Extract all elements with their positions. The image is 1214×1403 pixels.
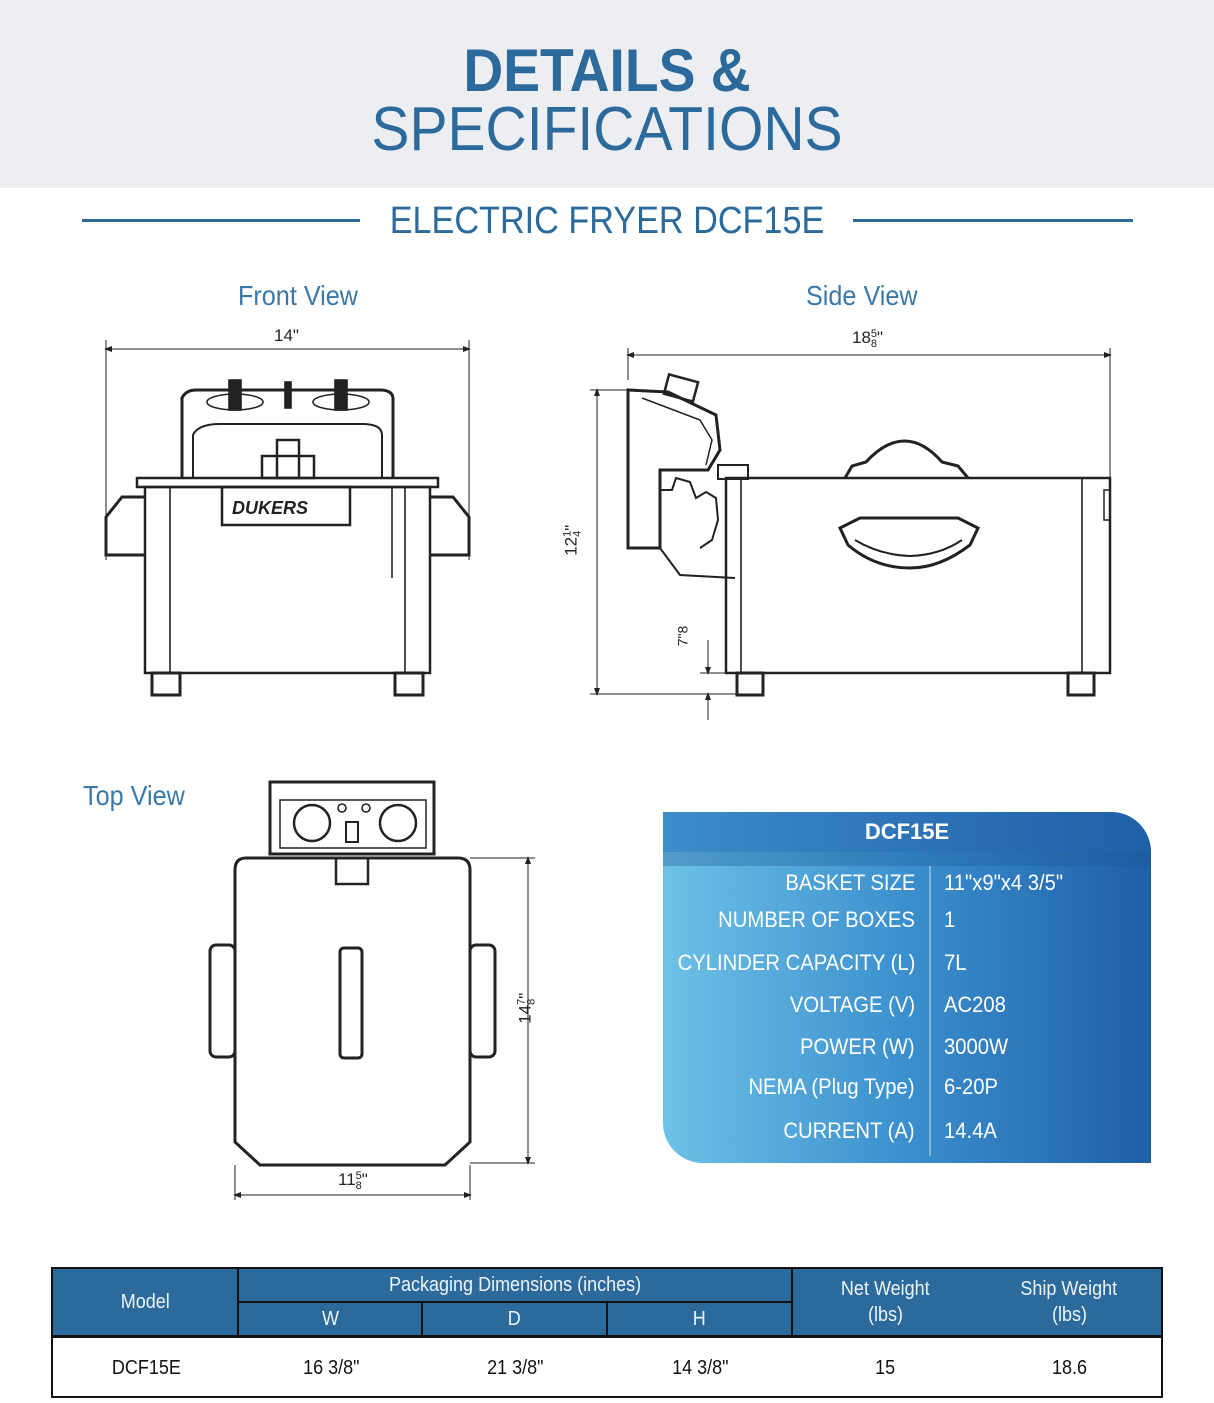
spec-card: DCF15E BASKET SIZE 11"x9"x4 3/5" NUMBER … [663,812,1151,1163]
spec-key: POWER (W) [800,1034,915,1059]
table-header-h: H [608,1303,791,1335]
product-subtitle: ELECTRIC FRYER DCF15E [389,200,825,242]
table-cell-ship-weight-value: 18.6 [1051,1357,1087,1379]
subtitle-rule-left [82,219,360,222]
top-depth-whole: 14 [515,1004,535,1024]
table-cell-model-value: DCF15E [111,1357,181,1379]
table-header-rule [53,1335,1161,1338]
spec-card-title: DCF15E [663,812,1151,852]
spec-value: 3000W [944,1034,1009,1059]
table-cell-h: 14 3/8" [608,1339,793,1398]
side-height-den: 4 [570,530,583,537]
side-view-drawing [590,348,1112,720]
packaging-table: Model Packaging Dimensions (inches) W D … [51,1267,1163,1398]
page-title-line2: SPECIFICATIONS [371,95,843,164]
spec-key: NEMA (Plug Type) [748,1074,915,1099]
header-banner [0,0,1214,188]
side-depth-den: 8 [870,337,878,350]
side-depth-num: 5 [870,327,878,340]
side-height-whole: 12 [561,536,581,556]
top-view-label: Top View [83,780,185,811]
top-width-den: 8 [355,1179,362,1192]
table-header-packaging-label: Packaging Dimensions (inches) [388,1274,642,1296]
front-width-label: 14" [274,326,299,345]
table-header-net-weight: Net Weight (lbs) [791,1269,979,1335]
table-header-d-label: D [507,1308,521,1330]
spec-value: 1 [944,907,956,932]
table-cell-d-value: 21 3/8" [487,1357,544,1379]
table-header-w-label: W [321,1308,339,1330]
table-header-ship-weight: Ship Weight (lbs) [977,1269,1161,1335]
top-depth-den: 8 [524,998,537,1005]
spec-key: CURRENT (A) [783,1118,915,1143]
side-depth-whole: 18 [852,328,871,347]
spec-row: CYLINDER CAPACITY (L) 7L [663,950,1151,990]
spec-card-divider [663,852,1151,866]
front-view-label: Front View [238,280,358,311]
table-cell-net-weight-value: 15 [874,1357,896,1379]
table-cell-h-value: 14 3/8" [672,1357,729,1379]
spec-key: BASKET SIZE [784,870,915,895]
subtitle-rule-right [853,219,1133,222]
side-leg-whole: 7 [674,638,691,647]
spec-row: BASKET SIZE 11"x9"x4 3/5" [663,870,1151,910]
page-title-line1: DETAILS & [463,37,751,104]
spec-value: AC208 [944,992,1006,1017]
table-header-model: Model [53,1269,239,1335]
table-cell-ship-weight: 18.6 [977,1339,1161,1398]
side-leg-den: 8 [674,625,691,634]
table-cell-w-value: 16 3/8" [302,1357,360,1379]
table-header-d: D [423,1303,608,1335]
table-header-model-label: Model [120,1291,170,1313]
table-header-w: W [239,1303,423,1335]
spec-key: VOLTAGE (V) [789,992,915,1017]
spec-key: CYLINDER CAPACITY (L) [677,950,915,975]
table-cell-w: 16 3/8" [239,1339,423,1398]
side-leg-label: 7"8 [674,625,691,647]
technical-drawings: DUKERS [104,340,1112,1200]
spec-row: POWER (W) 3000W [663,1034,1151,1074]
front-view-drawing [104,340,471,697]
spec-value: 14.4A [944,1118,997,1143]
spec-value: 6-20P [944,1074,999,1099]
table-cell-model: DCF15E [53,1339,239,1398]
table-header-ship-weight-label: Ship Weight [1020,1278,1118,1300]
top-width-whole: 11 [338,1170,356,1189]
spec-card-column-divider [929,866,931,1156]
spec-row: NEMA (Plug Type) 6-20P [663,1074,1151,1114]
table-header-h-label: H [692,1308,706,1330]
table-header-net-weight-label: Net Weight [840,1278,930,1300]
table-header-packaging: Packaging Dimensions (inches) [239,1269,791,1303]
spec-row: VOLTAGE (V) AC208 [663,992,1151,1032]
top-view-drawing [208,780,535,1200]
table-header-net-weight-unit: (lbs) [867,1304,903,1326]
table-cell-net-weight: 15 [793,1339,977,1398]
spec-row: NUMBER OF BOXES 1 [663,907,1151,947]
spec-value: 7L [944,950,967,975]
table-header-ship-weight-unit: (lbs) [1051,1304,1087,1326]
spec-row: CURRENT (A) 14.4A [663,1118,1151,1158]
front-logo-text: DUKERS [232,498,308,518]
spec-key: NUMBER OF BOXES [718,907,915,932]
side-view-label: Side View [806,280,918,311]
spec-value: 11"x9"x4 3/5" [944,870,1064,895]
table-cell-d: 21 3/8" [423,1339,608,1398]
top-width-num: 5 [355,1169,362,1182]
